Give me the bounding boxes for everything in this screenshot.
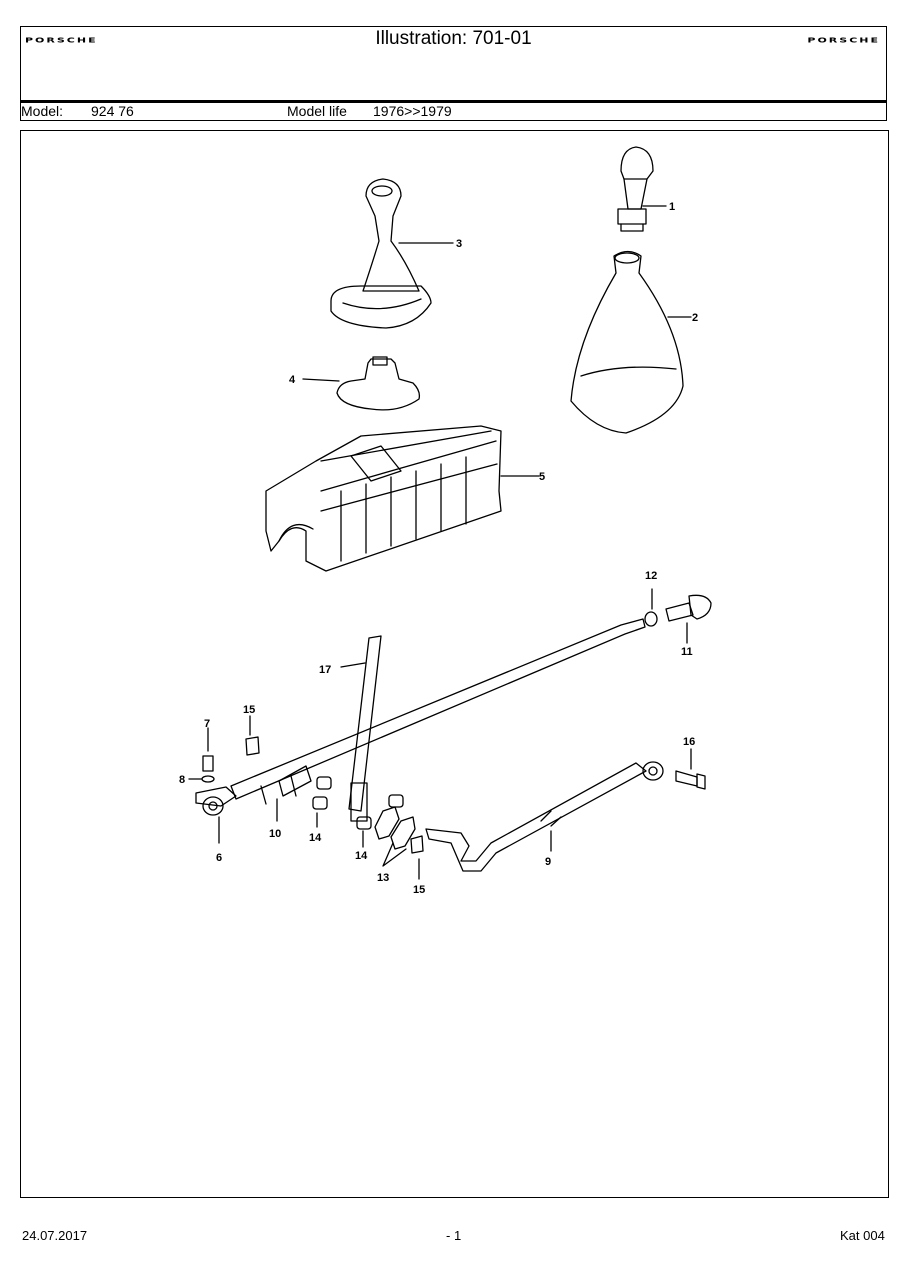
- part-15-clip-top: [245, 715, 260, 756]
- brand-logo-right: PORSCHE: [807, 36, 880, 45]
- model-life-label: Model life: [287, 103, 347, 119]
- exploded-view-drawing: 1 2 3 4 5 6 7 8 9 10 11 12 13 14 14 15 1…: [179, 146, 712, 896]
- part-15-clip-bottom: [410, 835, 424, 880]
- callout-1: 1: [669, 201, 675, 213]
- callout-2: 2: [692, 312, 698, 324]
- model-life-value: 1976>>1979: [373, 103, 452, 119]
- footer-page-number: - 1: [446, 1228, 462, 1243]
- callout-14-right: 14: [355, 850, 368, 862]
- callout-11: 11: [681, 646, 693, 658]
- callout-13: 13: [377, 872, 389, 884]
- part-9-selector-rod: [425, 761, 664, 872]
- model-label: Model:: [21, 103, 64, 119]
- footer-date: 24.07.2017: [22, 1228, 88, 1243]
- callout-3: 3: [456, 238, 462, 250]
- callout-9: 9: [545, 856, 551, 868]
- callout-8: 8: [179, 774, 185, 786]
- callout-5: 5: [539, 471, 545, 483]
- header-separator: [21, 100, 886, 103]
- part-6-mount: [195, 786, 237, 844]
- part-8-washer: [188, 775, 215, 783]
- part-1-knob: [617, 146, 667, 232]
- footer-catalog: Kat 004: [840, 1228, 885, 1243]
- part-16-bolt: [675, 748, 706, 790]
- callout-7: 7: [204, 718, 210, 730]
- part-4-inner-cover: [302, 356, 421, 411]
- parts-drawing: 1 2 3 4 5 6 7 8 9 10 11 12 13 14 14 15 1…: [20, 130, 889, 1198]
- part-13-link-plates: [374, 806, 416, 867]
- part-2-boot: [570, 250, 692, 434]
- part-11-ball-socket: [665, 594, 712, 644]
- callout-17: 17: [319, 664, 331, 676]
- brand-logo-left: PORSCHE: [25, 36, 98, 45]
- part-14-bushing-left: [312, 776, 332, 828]
- callout-12: 12: [645, 570, 657, 582]
- part-17-lever: [340, 635, 382, 822]
- model-row: Model: 924 76 Model life 1976>>1979: [21, 103, 886, 121]
- part-5-console-frame: [265, 425, 540, 572]
- callout-15-top: 15: [243, 704, 255, 716]
- header-box: PORSCHE Illustration: 701-01 PORSCHE Mod…: [20, 26, 887, 121]
- callout-6: 6: [216, 852, 222, 864]
- model-value: 924 76: [91, 103, 134, 119]
- part-14-bushing-right: [356, 794, 404, 848]
- part-3-knob-boot: [330, 178, 454, 329]
- callout-16: 16: [683, 736, 695, 748]
- part-12-nut: [644, 588, 658, 627]
- illustration-title: Illustration: 701-01: [375, 28, 532, 49]
- part-10-shift-rod: [230, 618, 646, 822]
- callout-labels: 1 2 3 4 5 6 7 8 9 10 11 12 13 14 14 15 1…: [179, 201, 698, 896]
- callout-10: 10: [269, 828, 281, 840]
- part-7-bolt: [202, 727, 214, 772]
- callout-4: 4: [289, 374, 296, 386]
- callout-15-bottom: 15: [413, 884, 425, 896]
- callout-14-left: 14: [309, 832, 322, 844]
